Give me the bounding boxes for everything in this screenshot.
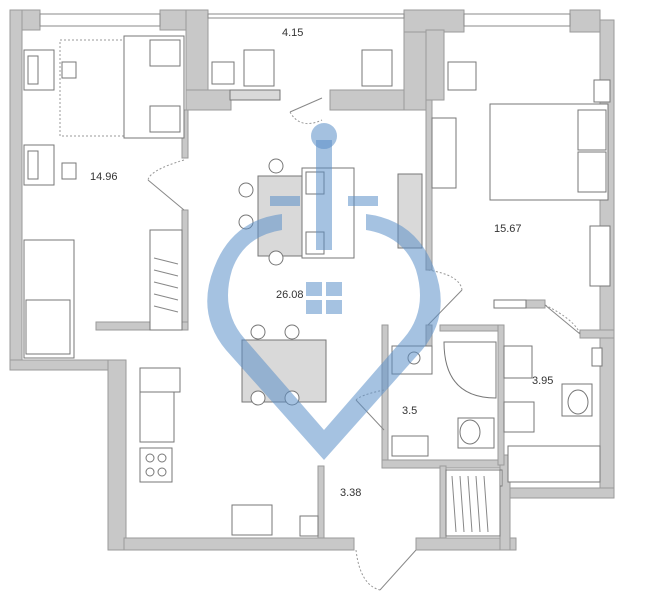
bathroom-furniture: [391, 341, 603, 537]
area-label-hallway: 3.38: [340, 487, 361, 499]
area-label-living-kitchen: 26.08: [276, 289, 304, 301]
area-label-bathroom-right: 3.95: [532, 375, 553, 387]
area-label-bedroom-left: 14.96: [90, 171, 118, 183]
walls: [9, 9, 615, 551]
area-label-bathroom-left: 3.5: [402, 405, 417, 417]
living-furniture: [139, 117, 457, 537]
anchor-shield-logo-icon: [207, 123, 441, 460]
right-bedroom-furniture: [447, 61, 611, 309]
area-label-balcony: 4.15: [282, 27, 303, 39]
room-labels: 4.15 14.96 26.08 15.67 3.5 3.95 3.38: [90, 27, 553, 499]
area-label-bedroom-right: 15.67: [494, 223, 522, 235]
left-bedroom-furniture: [23, 35, 185, 359]
balcony-furniture: [211, 49, 393, 101]
